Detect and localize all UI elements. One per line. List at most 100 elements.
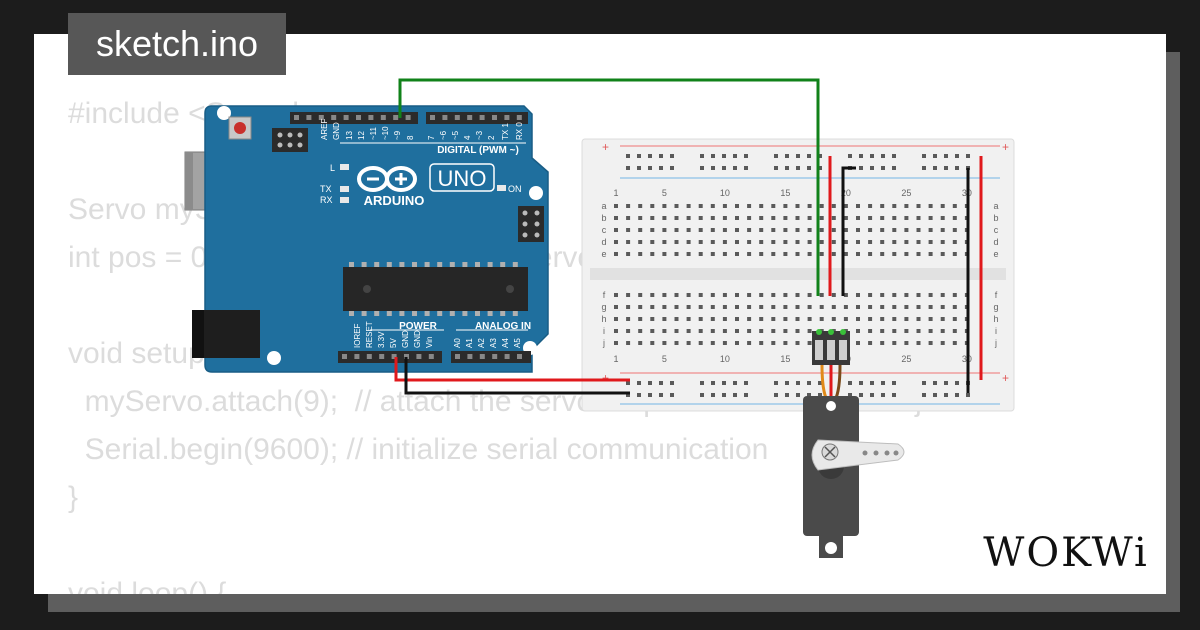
breadboard-hole[interactable]	[952, 240, 957, 244]
breadboard-hole[interactable]	[856, 305, 860, 309]
rail-hole[interactable]	[722, 166, 726, 170]
breadboard-hole[interactable]	[674, 216, 679, 220]
breadboard-hole[interactable]	[831, 204, 836, 208]
breadboard-hole[interactable]	[819, 293, 824, 297]
rail-hole[interactable]	[933, 154, 937, 158]
breadboard-hole[interactable]	[904, 252, 909, 256]
breadboard-hole[interactable]	[735, 293, 739, 297]
breadboard-hole[interactable]	[868, 216, 873, 220]
breadboard-hole[interactable]	[916, 305, 921, 309]
rail-hole[interactable]	[700, 381, 704, 385]
breadboard-hole[interactable]	[686, 228, 691, 232]
breadboard-hole[interactable]	[674, 305, 679, 309]
breadboard-hole[interactable]	[710, 204, 715, 208]
breadboard-hole[interactable]	[722, 293, 727, 297]
breadboard-hole[interactable]	[626, 228, 631, 232]
breadboard-hole[interactable]	[686, 204, 691, 208]
breadboard-hole[interactable]	[650, 204, 655, 208]
breadboard-hole[interactable]	[626, 305, 631, 309]
breadboard-hole[interactable]	[674, 341, 679, 345]
rail-hole[interactable]	[955, 154, 959, 158]
breadboard-hole[interactable]	[638, 204, 643, 208]
breadboard-hole[interactable]	[722, 228, 727, 232]
breadboard-hole[interactable]	[940, 252, 945, 256]
breadboard-hole[interactable]	[650, 305, 655, 309]
rail-hole[interactable]	[785, 381, 789, 385]
breadboard-hole[interactable]	[735, 252, 739, 256]
breadboard-hole[interactable]	[735, 341, 739, 345]
breadboard-hole[interactable]	[916, 204, 921, 208]
rail-hole[interactable]	[796, 381, 800, 385]
rail-hole[interactable]	[881, 166, 885, 170]
breadboard-hole[interactable]	[831, 305, 836, 309]
breadboard-hole[interactable]	[843, 228, 848, 232]
breadboard-hole[interactable]	[783, 216, 788, 220]
rail-hole[interactable]	[796, 166, 800, 170]
breadboard-hole[interactable]	[868, 228, 873, 232]
breadboard-hole[interactable]	[952, 293, 957, 297]
breadboard-hole[interactable]	[662, 252, 667, 256]
breadboard-hole[interactable]	[686, 252, 691, 256]
rail-hole[interactable]	[659, 381, 663, 385]
rail-hole[interactable]	[785, 154, 789, 158]
breadboard-hole[interactable]	[807, 329, 812, 333]
breadboard-hole[interactable]	[674, 293, 679, 297]
rail-hole[interactable]	[774, 166, 778, 170]
breadboard-hole[interactable]	[674, 228, 679, 232]
rail-hole[interactable]	[870, 154, 874, 158]
breadboard-hole[interactable]	[856, 240, 860, 244]
breadboard-hole[interactable]	[650, 216, 655, 220]
rail-hole[interactable]	[881, 381, 885, 385]
rail-hole[interactable]	[796, 393, 800, 397]
breadboard-hole[interactable]	[783, 317, 788, 321]
signal-wire-pin9[interactable]	[398, 78, 820, 296]
rail-hole[interactable]	[807, 166, 811, 170]
breadboard-hole[interactable]	[698, 252, 703, 256]
breadboard-hole[interactable]	[686, 329, 691, 333]
breadboard-hole[interactable]	[892, 228, 897, 232]
rail-hole[interactable]	[626, 166, 630, 170]
breadboard-hole[interactable]	[795, 293, 800, 297]
breadboard-hole[interactable]	[952, 317, 957, 321]
breadboard-hole[interactable]	[747, 317, 752, 321]
breadboard-hole[interactable]	[928, 317, 933, 321]
breadboard-hole[interactable]	[843, 305, 848, 309]
header-pin[interactable]	[492, 354, 498, 359]
breadboard-hole[interactable]	[747, 329, 752, 333]
breadboard-hole[interactable]	[710, 305, 715, 309]
rail-hole[interactable]	[670, 381, 674, 385]
breadboard-hole[interactable]	[771, 204, 776, 208]
breadboard-hole[interactable]	[759, 252, 764, 256]
breadboard-hole[interactable]	[759, 228, 764, 232]
breadboard-hole[interactable]	[928, 341, 933, 345]
breadboard-hole[interactable]	[807, 240, 812, 244]
breadboard-hole[interactable]	[916, 329, 921, 333]
breadboard-hole[interactable]	[904, 204, 909, 208]
breadboard-hole[interactable]	[626, 329, 631, 333]
breadboard-hole[interactable]	[868, 329, 873, 333]
rail-hole[interactable]	[944, 381, 948, 385]
breadboard-hole[interactable]	[892, 252, 897, 256]
breadboard-hole[interactable]	[698, 293, 703, 297]
breadboard-hole[interactable]	[940, 216, 945, 220]
breadboard-hole[interactable]	[759, 293, 764, 297]
breadboard-hole[interactable]	[674, 317, 679, 321]
rail-hole[interactable]	[859, 166, 863, 170]
breadboard-hole[interactable]	[892, 317, 897, 321]
header-pin[interactable]	[479, 354, 485, 359]
breadboard-hole[interactable]	[698, 204, 703, 208]
breadboard-hole[interactable]	[759, 329, 764, 333]
breadboard-hole[interactable]	[940, 305, 945, 309]
breadboard-hole[interactable]	[771, 293, 776, 297]
breadboard-hole[interactable]	[771, 341, 776, 345]
header-pin[interactable]	[343, 115, 349, 120]
breadboard-hole[interactable]	[662, 341, 667, 345]
breadboard-hole[interactable]	[747, 305, 752, 309]
breadboard-hole[interactable]	[722, 240, 727, 244]
breadboard-hole[interactable]	[771, 317, 776, 321]
breadboard-hole[interactable]	[856, 293, 860, 297]
breadboard-hole[interactable]	[710, 240, 715, 244]
breadboard-hole[interactable]	[674, 240, 679, 244]
